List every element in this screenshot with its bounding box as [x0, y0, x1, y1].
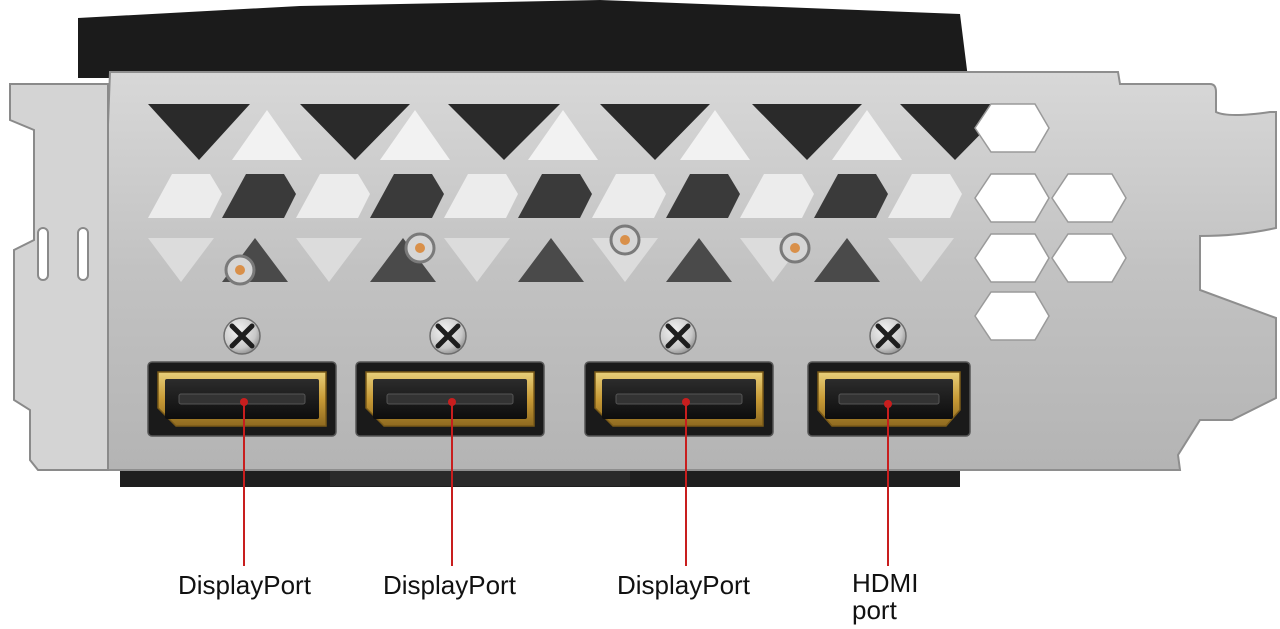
vent-opening [974, 291, 1050, 341]
screw-icon [869, 317, 907, 355]
vent-opening [666, 238, 732, 282]
vent-opening [1051, 173, 1127, 223]
callout-line [448, 398, 456, 566]
hdmi-connector [807, 361, 971, 437]
vent-opening [832, 110, 902, 160]
vent-opening [148, 104, 250, 160]
vent-opening [600, 104, 710, 160]
label-displayport-3: DisplayPort [617, 570, 750, 600]
vent-opening [222, 174, 296, 218]
vent-opening [752, 104, 862, 160]
vent-opening [296, 174, 370, 218]
vent-opening [148, 238, 214, 282]
vent-opening [592, 238, 658, 282]
vent-opening [1051, 233, 1127, 283]
screw-icon [223, 317, 261, 355]
bracket-slot [77, 227, 89, 281]
vent-opening [370, 174, 444, 218]
heatpipe-core [620, 235, 630, 245]
vent-opening [300, 104, 410, 160]
vent-opening [232, 110, 302, 160]
vent-opening [814, 238, 880, 282]
vent-opening [528, 110, 598, 160]
vent-grille [148, 103, 1127, 341]
heatpipe-core [415, 243, 425, 253]
vent-opening [666, 174, 740, 218]
heatpipe-core [790, 243, 800, 253]
bracket-slot [37, 227, 49, 281]
screw-icon [429, 317, 467, 355]
vent-opening [448, 104, 560, 160]
vent-opening [296, 238, 362, 282]
bracket-flange [9, 83, 109, 471]
callout-line [240, 398, 248, 566]
vent-opening [518, 238, 584, 282]
vent-opening [814, 174, 888, 218]
vent-opening [974, 173, 1050, 223]
vent-opening [974, 233, 1050, 283]
vent-opening [444, 238, 510, 282]
displayport-connector [584, 361, 774, 437]
vent-opening [370, 238, 436, 282]
screw-icon [659, 317, 697, 355]
label-hdmi-port: HDMI port [852, 570, 918, 624]
vent-opening [518, 174, 592, 218]
label-displayport-2: DisplayPort [383, 570, 516, 600]
heatpipe-core [235, 265, 245, 275]
callout-line [884, 400, 892, 566]
vent-opening [592, 174, 666, 218]
screw-row [223, 317, 907, 355]
vent-opening [380, 110, 450, 160]
vent-opening [974, 103, 1050, 153]
label-hdmi-line1: HDMI [852, 568, 919, 598]
callout-lines [240, 398, 892, 566]
label-displayport-1: DisplayPort [178, 570, 311, 600]
vent-opening [680, 110, 750, 160]
label-hdmi-line2: port [852, 595, 897, 625]
vent-opening [148, 174, 222, 218]
vent-opening [888, 238, 954, 282]
callout-line [682, 398, 690, 566]
vent-opening [740, 174, 814, 218]
vent-opening [888, 174, 962, 218]
vent-opening [444, 174, 518, 218]
